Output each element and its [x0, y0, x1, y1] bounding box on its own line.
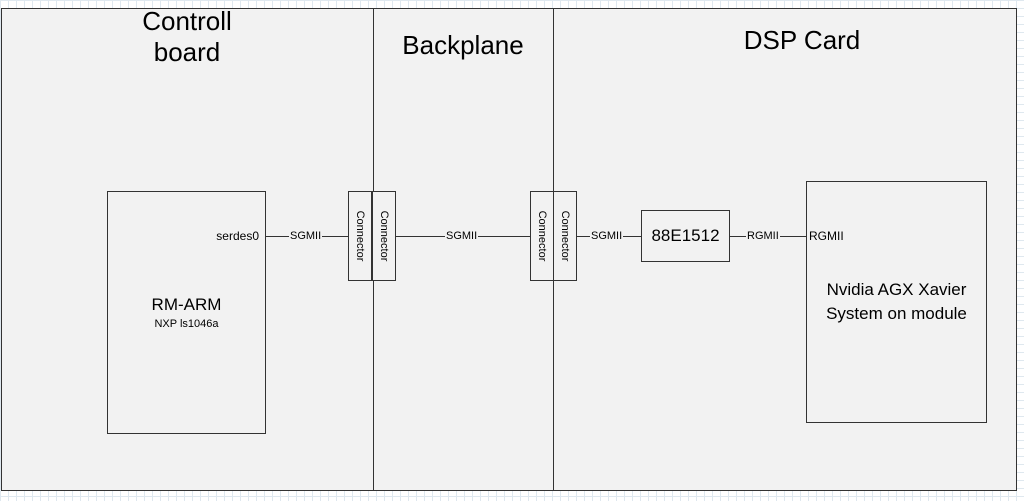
sgmii-label-2: SGMII — [445, 229, 479, 243]
connector-control-board-label: Connector — [354, 210, 366, 262]
xavier-title-line2: System on module — [826, 304, 967, 323]
connector-control-board: Connector — [348, 191, 372, 281]
rm-arm-block: RM-ARM NXP ls1046a serdes0 — [107, 191, 266, 434]
rgmii-label-1: RGMII — [746, 229, 780, 243]
connector-dsp-card-label: Connector — [559, 210, 571, 262]
connector-backplane-left-label: Connector — [378, 210, 390, 262]
xavier-title-line1: Nvidia AGX Xavier — [826, 280, 967, 299]
connector-backplane-right-label: Connector — [536, 210, 548, 262]
phy-88e1512-block: 88E1512 — [641, 210, 730, 262]
phy-88e1512-label: 88E1512 — [651, 226, 720, 245]
connector-dsp-card: Connector — [553, 191, 577, 281]
connector-backplane-left: Connector — [372, 191, 396, 281]
section-title-dsp-card: DSP Card — [743, 25, 861, 55]
section-title-control-board-line1: Controll — [142, 6, 232, 36]
serdes0-port-label: serdes0 — [216, 229, 259, 243]
sgmii-label-1: SGMII — [289, 229, 323, 243]
rm-arm-title: RM-ARM — [151, 295, 222, 314]
sgmii-label-3: SGMII — [590, 229, 624, 243]
xavier-rgmii-port-label: RGMII — [809, 229, 844, 243]
xavier-module-block: RGMII Nvidia AGX Xavier System on module — [806, 181, 987, 423]
section-title-control-board-line2: board — [153, 37, 221, 68]
section-title-control-board: Controll board — [107, 6, 267, 68]
connector-backplane-right: Connector — [530, 191, 554, 281]
rm-arm-subtitle: NXP ls1046a — [154, 318, 219, 330]
section-title-backplane: Backplane — [402, 30, 524, 60]
